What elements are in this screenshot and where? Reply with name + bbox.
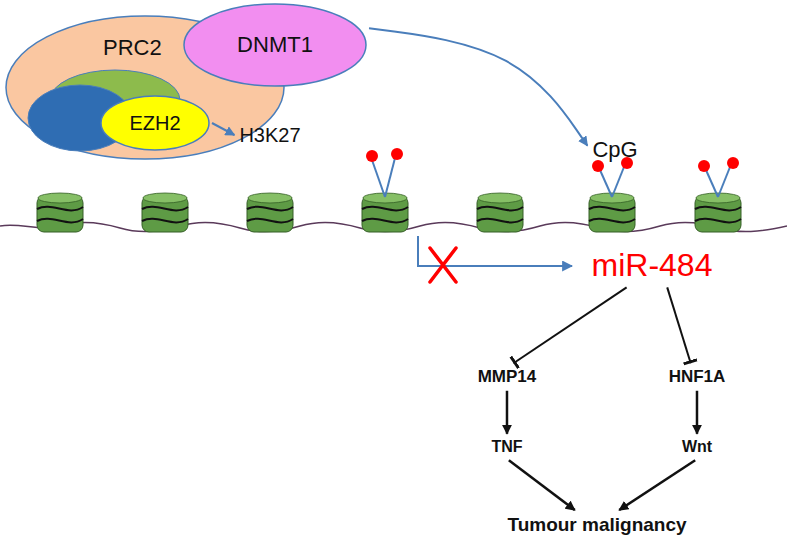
subunit-ellipse: EZH2: [100, 95, 210, 151]
node-text: Wnt: [682, 438, 712, 456]
node-text: miR-484: [592, 247, 713, 284]
gene-label: MMP14: [475, 365, 540, 389]
methylation-mark: [366, 148, 739, 197]
enzyme-ellipse: DNMT1: [183, 3, 367, 87]
target-label: CpG: [589, 135, 640, 164]
node-text: HNF1A: [669, 367, 726, 387]
gene-label: HNF1A: [666, 365, 729, 389]
nucleosome: [37, 193, 741, 232]
connector: [509, 460, 575, 510]
ellipse-shape: [184, 4, 366, 86]
connector: [506, 391, 509, 434]
node-text: MMP14: [478, 367, 537, 387]
node-text: CpG: [592, 137, 637, 162]
connector: [369, 28, 587, 145]
node-text: PRC2: [103, 35, 162, 60]
connector: [696, 391, 699, 434]
outcome-label: Tumour malignancy: [504, 512, 689, 538]
ellipse-shape: [101, 96, 209, 150]
target-label: H3K27: [236, 122, 303, 149]
mirna-label: miR-484: [589, 245, 716, 286]
node-text: EZH2: [129, 112, 180, 135]
node-text: H3K27: [239, 124, 300, 147]
pathway-label: TNF: [488, 436, 525, 458]
connector: [667, 287, 691, 363]
pathway-label: Wnt: [679, 436, 715, 458]
node-text: Tumour malignancy: [507, 514, 686, 536]
connector: [619, 460, 695, 510]
connector: [513, 287, 626, 363]
connector: [212, 123, 234, 135]
node-text: DNMT1: [237, 32, 313, 57]
node-text: TNF: [491, 438, 522, 456]
block-cross: [430, 248, 456, 282]
